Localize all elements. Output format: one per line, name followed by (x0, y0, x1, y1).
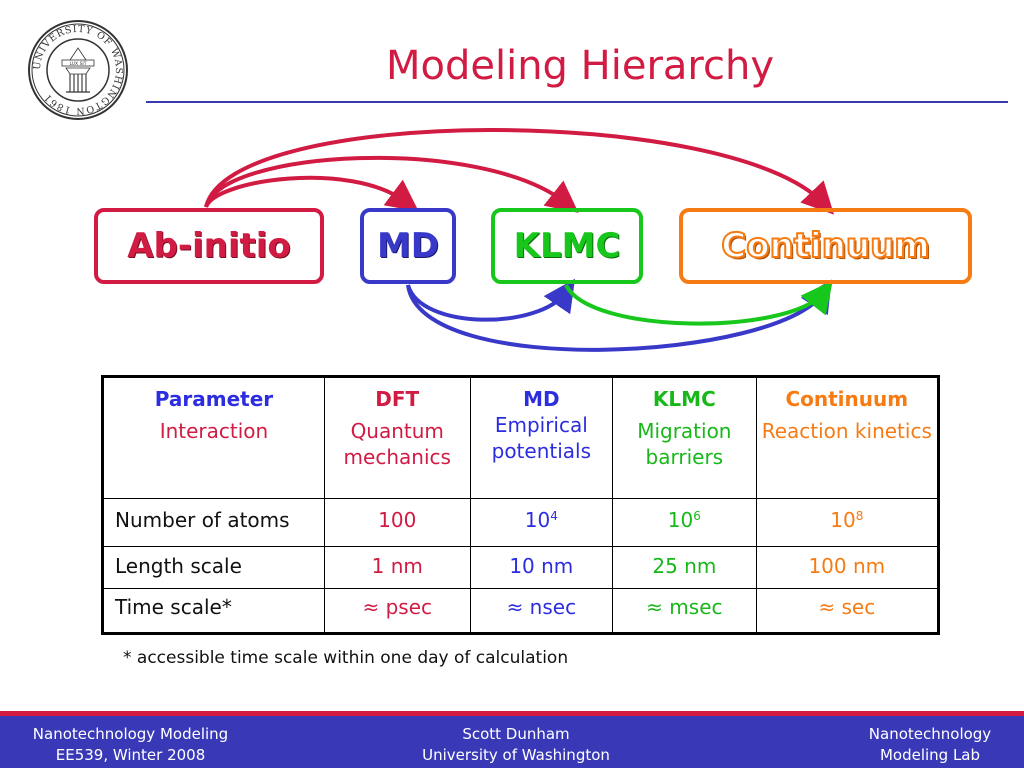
university-seal: UNIVERSITY OF WASHINGTON 1861 LUX SIT (28, 20, 128, 120)
header-klmc-sub: Migration barriers (637, 419, 732, 469)
seal-motto: LUX SIT (69, 61, 86, 67)
slide-footer: Nanotechnology Modeling EE539, Winter 20… (0, 711, 1024, 768)
cell-time-dft: ≈ psec (323, 588, 471, 634)
box-md: MD (360, 208, 456, 284)
header-dft-title: DFT (375, 387, 420, 411)
title-divider (146, 101, 1008, 103)
cell-atoms-klmc-exp: 6 (693, 509, 701, 523)
header-continuum-sub: Reaction kinetics (761, 419, 932, 443)
arrow-md-to-continuum (406, 279, 832, 352)
footer-course-line1: Nanotechnology Modeling (32, 725, 229, 743)
row-label-atoms: Number of atoms (102, 498, 325, 547)
footer-author-line1: Scott Dunham (462, 725, 570, 743)
header-cell-parameter: Parameter Interaction (102, 376, 325, 499)
arrow-abinitio-to-klmc (204, 155, 579, 213)
header-cell-dft: DFT Quantum mechanics (323, 376, 471, 499)
header-cell-klmc: KLMC Migration barriers (612, 376, 757, 499)
header-continuum-title: Continuum (785, 387, 909, 411)
arrow-klmc-to-continuum (564, 280, 833, 326)
hierarchy-arrows (204, 128, 835, 352)
cell-time-md: ≈ nsec (469, 588, 614, 634)
header-cell-md: MD Empirical potentials (469, 376, 614, 499)
table-row: Length scale 1 nm 10 nm 25 nm 100 nm (102, 546, 940, 589)
cell-atoms-continuum: 108 (755, 498, 940, 547)
footer-course-line2: EE539, Winter 2008 (55, 746, 206, 764)
footer-lab-line1: Nanotechnology (868, 725, 992, 743)
arrow-abinitio-to-continuum (204, 128, 835, 215)
box-ab-initio-label: Ab-initio (127, 226, 291, 266)
row-label-time: Time scale* (102, 588, 325, 634)
box-ab-initio: Ab-initio (94, 208, 324, 284)
arrow-md-to-klmc (406, 278, 576, 322)
cell-atoms-md-exp: 4 (550, 509, 558, 523)
footer-lab-line2: Modeling Lab (879, 746, 981, 764)
cell-length-dft: 1 nm (323, 546, 471, 589)
header-md-sub: Empirical potentials (491, 413, 592, 463)
comparison-table: Parameter Interaction DFT Quantum mechan… (101, 375, 940, 635)
cell-atoms-dft: 100 (323, 498, 471, 547)
table-row: Time scale* ≈ psec ≈ nsec ≈ msec ≈ sec (102, 588, 940, 634)
cell-atoms-cont-base: 10 (830, 508, 856, 532)
box-continuum-label: Continuum (720, 225, 930, 267)
slide-title: Modeling Hierarchy (385, 43, 774, 89)
row-label-length: Length scale (102, 546, 325, 589)
cell-atoms-klmc-base: 10 (667, 508, 694, 532)
cell-atoms-md: 104 (469, 498, 614, 547)
cell-time-klmc: ≈ msec (612, 588, 757, 634)
cell-length-klmc: 25 nm (612, 546, 757, 589)
cell-length-continuum: 100 nm (755, 546, 940, 589)
footer-lab: Nanotechnology Modeling Lab (838, 724, 1022, 766)
footnote: * accessible time scale within one day o… (123, 648, 569, 668)
box-md-label: MD (376, 226, 440, 266)
cell-atoms-klmc: 106 (612, 498, 757, 547)
footer-author: Scott Dunham University of Washington (380, 724, 652, 766)
cell-atoms-cont-exp: 8 (855, 509, 864, 523)
table-header-row: Parameter Interaction DFT Quantum mechan… (102, 376, 940, 499)
table-row: Number of atoms 100 104 106 108 (102, 498, 940, 547)
box-klmc-label: KLMC (513, 226, 621, 266)
header-parameter-sub: Interaction (159, 419, 269, 443)
header-cell-continuum: Continuum Reaction kinetics (755, 376, 940, 499)
cell-length-md: 10 nm (469, 546, 614, 589)
box-continuum: Continuum (679, 208, 972, 284)
cell-atoms-md-base: 10 (524, 508, 551, 532)
arrow-abinitio-to-md (204, 175, 419, 212)
header-parameter-title: Parameter (154, 387, 274, 411)
cell-time-continuum: ≈ sec (755, 588, 940, 634)
header-md-title: MD (523, 387, 560, 411)
header-klmc-title: KLMC (652, 387, 716, 411)
footer-course: Nanotechnology Modeling EE539, Winter 20… (18, 724, 243, 766)
box-klmc: KLMC (491, 208, 643, 284)
header-dft-sub: Quantum mechanics (343, 419, 451, 469)
footer-author-line2: University of Washington (422, 746, 610, 764)
